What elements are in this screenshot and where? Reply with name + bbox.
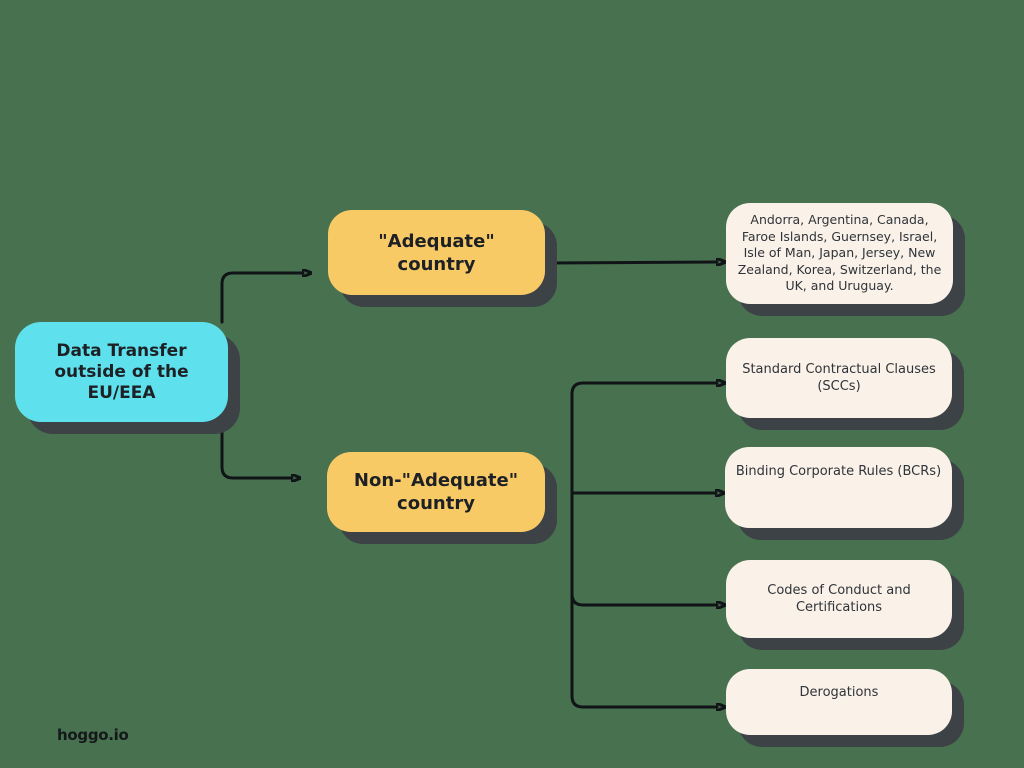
connector-trunk-to-scc: [570, 383, 717, 406]
leaf-node-derogations: Derogations: [726, 669, 952, 735]
hoggo-logo: hoggo.io: [57, 726, 129, 744]
root-node-label: Data Transfer outside of the EU/EEA: [54, 340, 189, 403]
connector-root-to-adequate: [220, 273, 303, 324]
leaf-node-adequate-countries-list: Andorra, Argentina, Canada, Faroe Island…: [726, 203, 953, 304]
leaf-node-label: Andorra, Argentina, Canada, Faroe Island…: [737, 212, 942, 294]
connector-adequate-to-countries: [547, 262, 717, 263]
leaf-node-label: Binding Corporate Rules (BCRs): [735, 464, 942, 479]
root-node-data-transfer: Data Transfer outside of the EU/EEA: [15, 322, 228, 422]
connector-trunk-to-derogations: [570, 684, 717, 707]
leaf-node-label: Derogations: [799, 685, 879, 700]
leaf-node-codes-of-conduct: Codes of Conduct and Certifications: [726, 560, 952, 638]
branch-node-non-adequate-country: Non-"Adequate" country: [327, 452, 545, 532]
branch-node-adequate-country: "Adequate" country: [328, 210, 545, 295]
leaf-node-binding-corporate-rules: Binding Corporate Rules (BCRs): [725, 447, 952, 528]
branch-node-label: Non-"Adequate" country: [353, 470, 519, 514]
leaf-node-standard-contractual-clauses: Standard Contractual Clauses (SCCs): [726, 338, 952, 418]
leaf-node-label: Codes of Conduct and Certifications: [767, 583, 911, 615]
leaf-node-label: Standard Contractual Clauses (SCCs): [742, 362, 936, 394]
connector-root-to-non-adequate: [220, 422, 292, 478]
branch-node-label: "Adequate" country: [378, 230, 495, 275]
connector-trunk-to-codes: [570, 582, 717, 605]
